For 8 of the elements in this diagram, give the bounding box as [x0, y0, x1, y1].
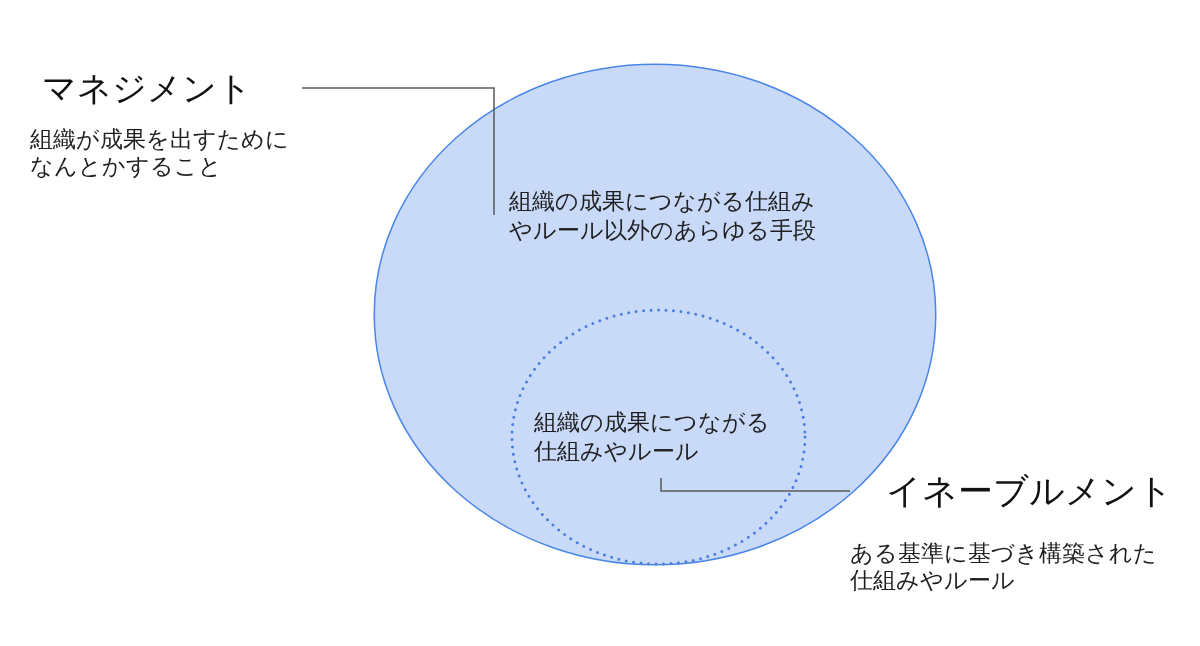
leader-line [660, 477, 851, 492]
leader-line [301, 87, 495, 216]
set-description: 組織の成果につながる仕組みやルール以外のあらゆる手段 [509, 187, 817, 245]
definition-text: ある基準に基づき構築された仕組みやルール [850, 540, 1158, 594]
subset-description: 組織の成果につながる仕組みやルール [534, 408, 771, 466]
definition-text: 組織が成果を出すためになんとかすること [30, 126, 290, 180]
term-heading: イネーブルメント [886, 470, 1173, 512]
term-heading: マネジメント [42, 68, 252, 108]
